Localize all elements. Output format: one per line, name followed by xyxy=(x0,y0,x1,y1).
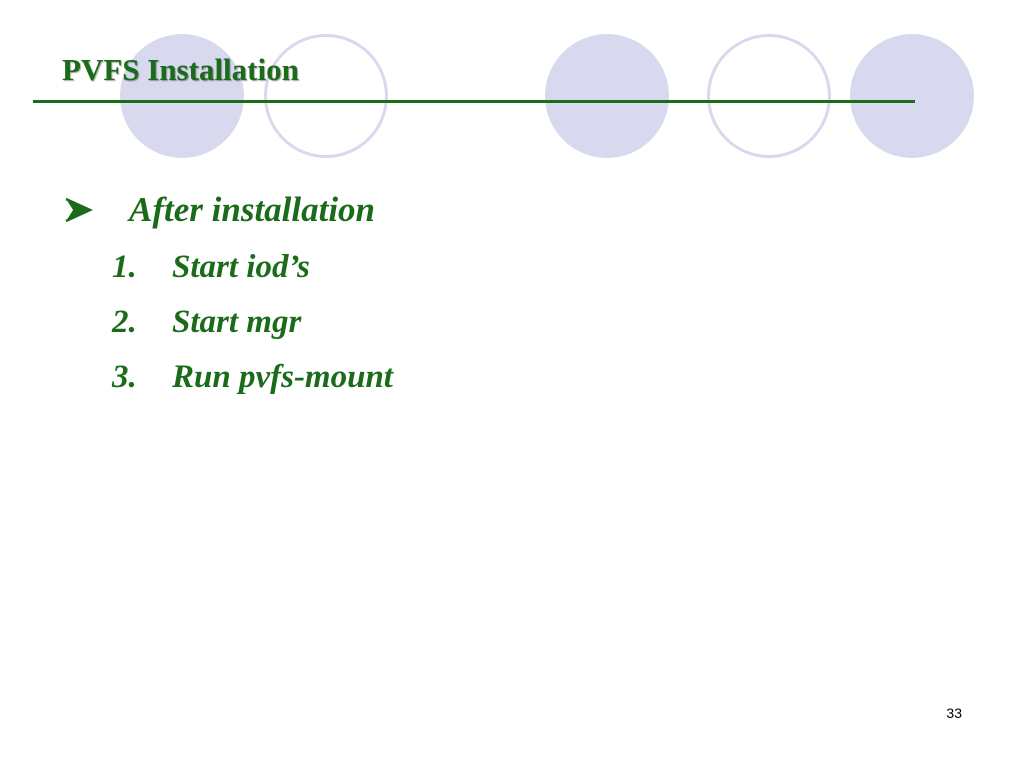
arrowhead-bullet-icon xyxy=(65,197,93,223)
decorative-circle-filled xyxy=(850,34,974,158)
list-item-text: Start iod’s xyxy=(172,249,310,285)
decorative-circle-filled xyxy=(120,34,244,158)
decorative-circle-outline xyxy=(264,34,388,158)
page-number: 33 xyxy=(946,705,962,721)
slide-title: PVFS Installation xyxy=(62,52,299,87)
bullet-text: After installation xyxy=(129,190,376,229)
title-underline xyxy=(33,100,915,103)
decorative-circle-filled xyxy=(545,34,669,158)
list-item-text: Start mgr xyxy=(172,304,302,340)
bullet-item: After installation xyxy=(63,190,375,230)
list-item-text: Run pvfs-mount xyxy=(172,359,393,395)
list-item-number: 1. xyxy=(112,249,137,285)
list-item-number: 2. xyxy=(112,304,137,340)
list-item-number: 3. xyxy=(112,359,137,395)
decorative-circle-outline xyxy=(707,34,831,158)
